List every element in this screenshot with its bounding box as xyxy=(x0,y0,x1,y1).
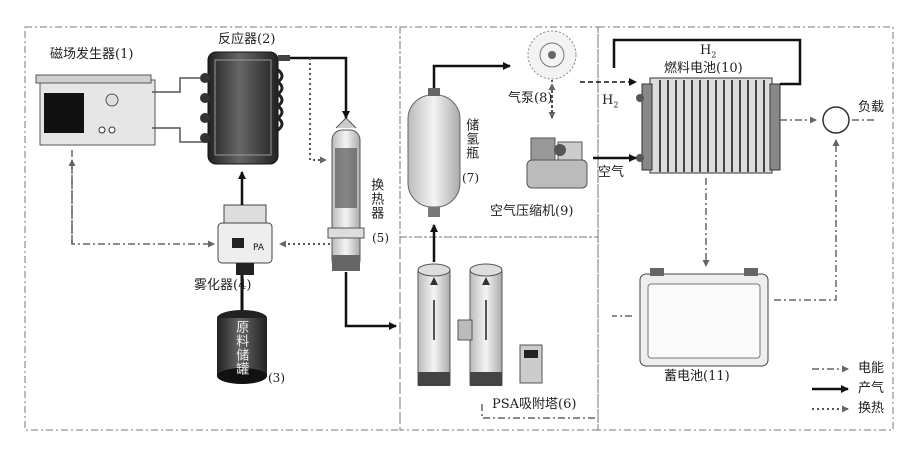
label-air-compressor: 空气压缩机(9) xyxy=(490,205,573,218)
psa-tower xyxy=(418,264,542,386)
label-load: 负载 xyxy=(858,101,884,114)
coil-icon xyxy=(200,133,210,143)
label-magnetic-field-generator: 磁场发生器(1) xyxy=(50,48,133,61)
label-fuel-cell: 燃料电池(10) xyxy=(664,62,743,75)
reactor-coil-icon xyxy=(278,70,282,130)
generator-knob-icon xyxy=(106,94,118,106)
label-h2-top: H2 xyxy=(700,44,716,60)
label-air-pump: 气泵(8) xyxy=(508,92,552,105)
load-icon xyxy=(823,107,849,133)
label-storage-bottle-number: (7) xyxy=(462,172,479,184)
air-compressor xyxy=(527,138,587,188)
label-heat-exchanger-number: (5) xyxy=(372,232,389,244)
reactor xyxy=(200,52,290,164)
label-psa-tower: PSA吸附塔(6) xyxy=(492,398,576,411)
label-air: 空气 xyxy=(598,166,624,179)
label-raw-material-tank-number: (3) xyxy=(268,372,285,384)
label-atomizer: 雾化器(4) xyxy=(194,279,251,292)
generator-terminal-icon xyxy=(109,127,115,133)
label-battery: 蓄电池(11) xyxy=(664,370,730,383)
legend xyxy=(812,369,848,409)
magnetic-field-generator xyxy=(36,75,208,145)
svg-text:PA: PA xyxy=(253,243,265,253)
label-h2-side: H2 xyxy=(602,94,618,110)
battery xyxy=(640,268,768,366)
coil-icon xyxy=(200,93,210,103)
label-storage-bottle: 储氢瓶 xyxy=(463,118,477,160)
generator-display xyxy=(44,93,84,133)
coil-icon xyxy=(200,73,210,83)
load xyxy=(823,107,849,133)
coil-icon xyxy=(200,113,210,123)
label-heat-exchanger: 换热器 xyxy=(368,178,382,220)
legend-label-gas: 产气 xyxy=(858,382,884,395)
fuel-cell xyxy=(636,78,780,173)
generator-terminal-icon xyxy=(99,127,105,133)
air-pump xyxy=(528,31,576,79)
legend-label-electric: 电能 xyxy=(858,362,884,375)
storage-bottle xyxy=(408,88,460,217)
legend-label-heat: 换热 xyxy=(858,402,884,415)
heat-exchanger xyxy=(328,118,364,271)
label-raw-material-tank: 原料储罐 xyxy=(233,320,247,376)
atomizer: PA xyxy=(218,205,272,275)
label-reactor: 反应器(2) xyxy=(218,33,275,46)
